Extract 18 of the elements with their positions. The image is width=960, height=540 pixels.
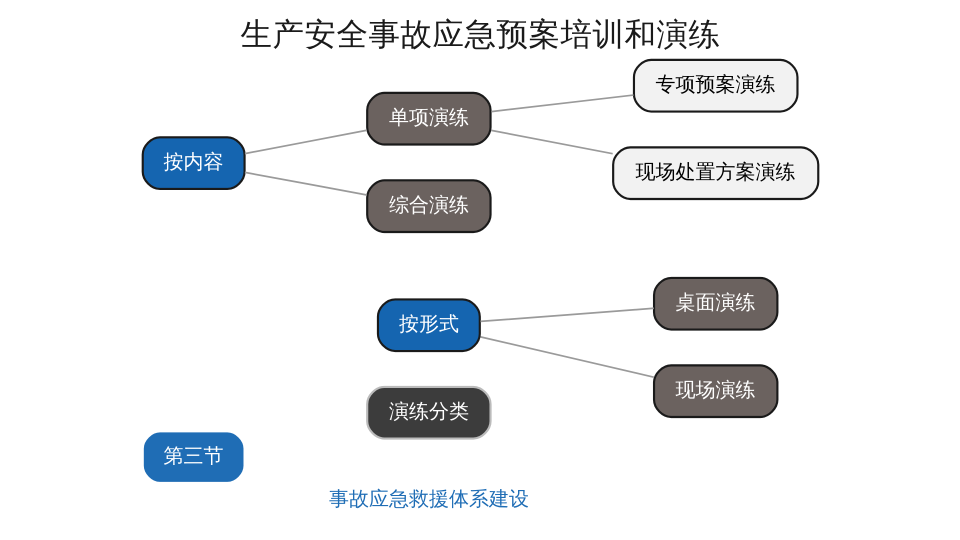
label: 事故应急救援体系建设 [328, 486, 528, 510]
connector [490, 94, 634, 112]
connector [244, 129, 367, 154]
node-box: 按形式 [376, 298, 480, 352]
node-box: 桌面演练 [652, 276, 778, 331]
node-box: 现场处置方案演练 [612, 146, 819, 200]
node-box: 按内容 [141, 136, 246, 190]
connector [490, 130, 612, 155]
node-box: 专项预案演练 [632, 58, 798, 113]
connector [480, 307, 654, 322]
connector [480, 336, 654, 378]
connector [244, 172, 367, 196]
diagram-title: 生产安全事故应急预案培训和演练 [240, 16, 720, 53]
node-box: 第三节 [141, 430, 246, 484]
node-box: 演练分类 [366, 386, 492, 440]
node-box: 单项演练 [366, 92, 492, 146]
node-box: 现场演练 [652, 364, 778, 418]
node-box: 综合演练 [366, 179, 492, 234]
